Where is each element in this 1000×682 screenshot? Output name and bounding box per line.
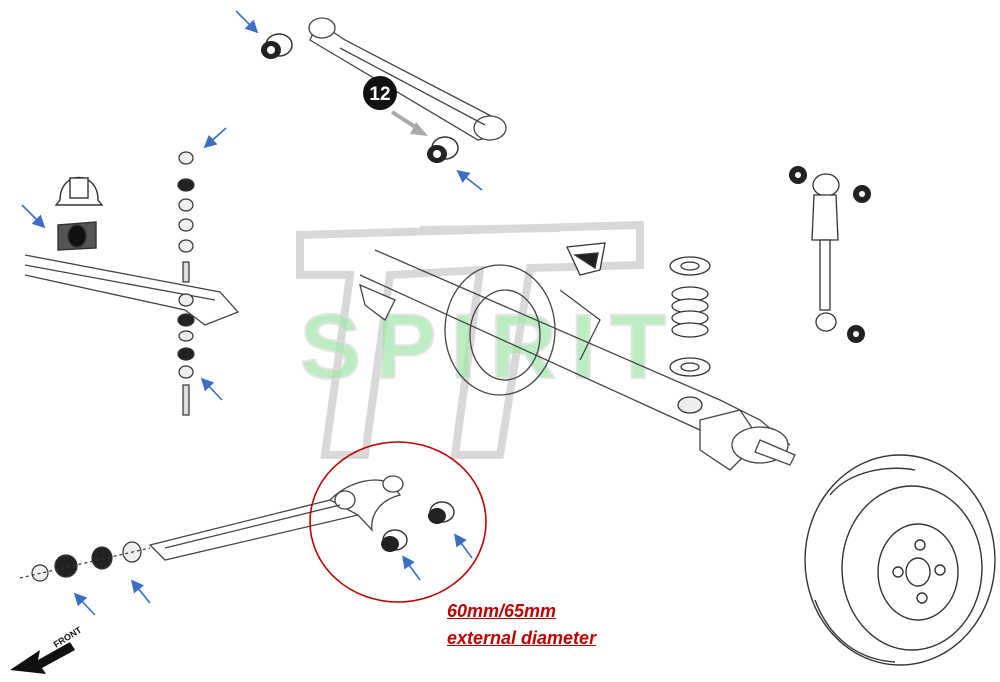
end-link-stack (177, 151, 195, 416)
bushing (428, 501, 455, 524)
shock-absorber (811, 173, 840, 332)
front-direction-arrow: FRONT (10, 625, 84, 674)
front-bushing-stack (19, 541, 151, 582)
bump-stop (566, 242, 606, 276)
watermark-monogram (296, 220, 644, 459)
highlight-circle (309, 441, 487, 603)
bushing (261, 33, 293, 59)
annotation-line-1: 60mm/65mm (447, 601, 557, 621)
stabilizer-bushing-bracket (54, 176, 104, 251)
bushing (847, 325, 865, 343)
bushing (381, 529, 408, 552)
watermark-text: SPIRIT (300, 296, 680, 398)
lower-trailing-arm (148, 475, 404, 561)
coil-spring (669, 256, 711, 414)
bushing (789, 166, 807, 184)
blue-pointer-arrow (21, 10, 483, 616)
upper-control-arm (308, 17, 507, 141)
axle-housing (359, 249, 796, 471)
bushing (427, 136, 459, 163)
annotation-line-2: external diameter (447, 628, 597, 648)
callout-badge: 12 (363, 76, 397, 110)
bushing (853, 185, 871, 203)
stabilizer-bar (24, 254, 240, 326)
wheel (804, 454, 996, 666)
callout-number: 12 (369, 84, 390, 105)
